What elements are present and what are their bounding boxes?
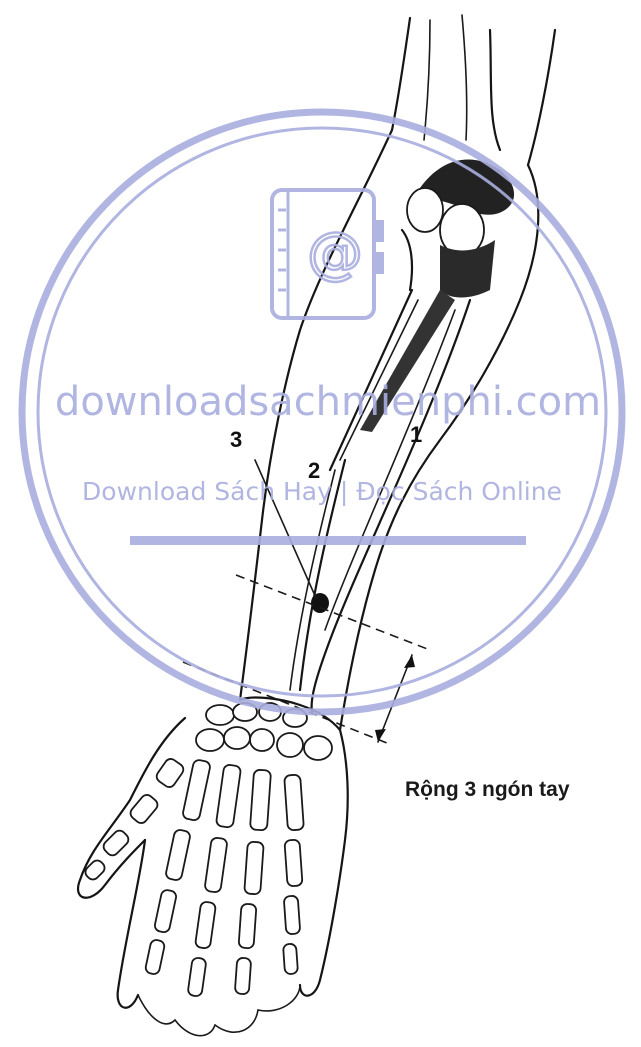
upper-arm-outline — [392, 15, 555, 165]
watermark-underline — [130, 536, 526, 545]
label-3: 3 — [230, 427, 242, 452]
measurement-caption: Rộng 3 ngón tay — [405, 778, 570, 802]
finger-bones — [145, 759, 304, 997]
notebook-at-icon: @ — [272, 190, 384, 318]
watermark-tagline: Download Sách Hay | Đọc Sách Online — [82, 477, 562, 506]
watermark-site: downloadsachmienphi.com — [55, 379, 601, 425]
watermark: @ downloadsachmienphi.com Download Sách … — [22, 112, 622, 712]
elbow-joint — [402, 160, 514, 298]
svg-text:@: @ — [307, 221, 363, 286]
label-1: 1 — [410, 422, 422, 447]
